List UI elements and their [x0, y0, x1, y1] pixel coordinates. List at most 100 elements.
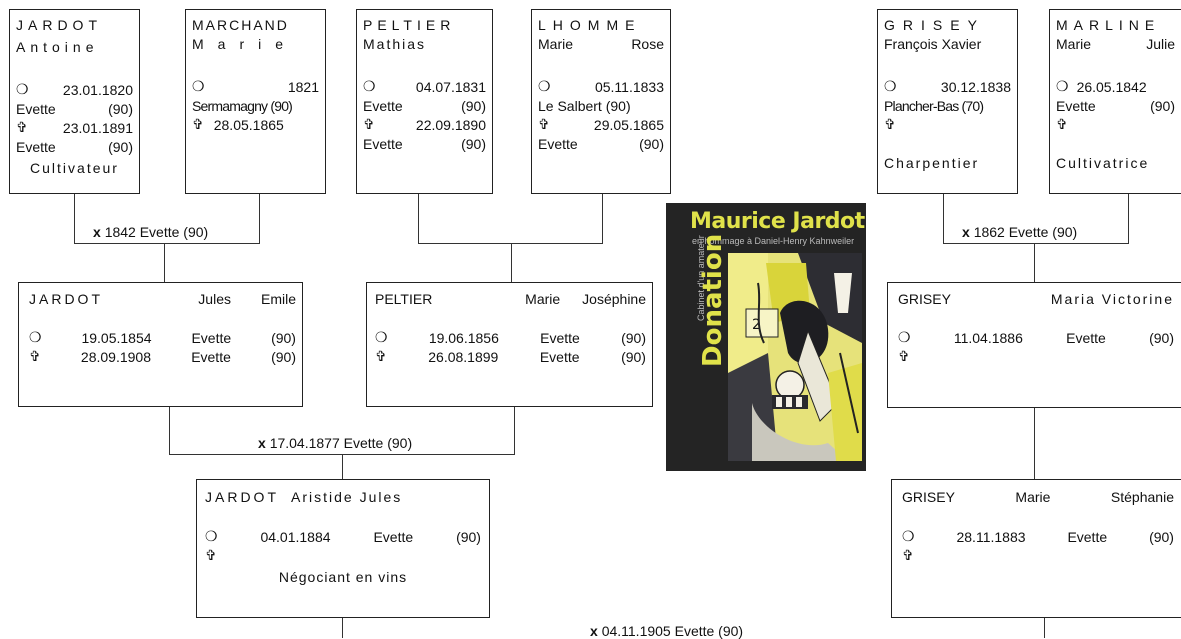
occupation: Cultivatrice	[1056, 155, 1150, 171]
connector-line	[169, 406, 170, 454]
person-card-jardot-jules-emile: JARDOT Jules Emile ❍ 19.05.1854 Evette (…	[18, 282, 303, 407]
death-icon: ✞	[884, 117, 896, 133]
book-cover-image: Maurice Jardot en hommage à Daniel-Henry…	[666, 203, 866, 471]
birth-icon: ❍	[192, 79, 205, 95]
birth-icon: ❍	[363, 79, 376, 95]
connector-line	[74, 243, 260, 244]
birth-icon: ❍	[16, 82, 29, 98]
connector-line	[514, 406, 515, 454]
birth-dept: (90)	[461, 98, 486, 114]
birth-date: 11.04.1886	[953, 330, 1023, 346]
birth-date: 23.01.1820	[62, 82, 133, 98]
given-name: Aristide Jules	[291, 489, 403, 505]
death-place: Evette	[363, 136, 403, 152]
connector-line	[418, 193, 419, 243]
death-place: Evette	[16, 139, 56, 155]
person-card-peltier-marie-josephine: PELTIER Marie Joséphine ❍ 19.06.1856 Eve…	[366, 282, 653, 407]
birth-date: 04.01.1884	[260, 529, 331, 545]
surname: MARCHAND	[192, 17, 289, 33]
connector-line	[164, 243, 165, 282]
occupation: Cultivateur	[30, 160, 119, 176]
given-name: Marie	[1015, 489, 1051, 505]
person-card-grisey-maria-victorine: GRISEY Maria Victorine ❍ 11.04.1886 Evet…	[887, 282, 1181, 408]
given-name: Marie	[1056, 36, 1092, 52]
death-icon: ✞	[1056, 117, 1068, 133]
death-date: 22.09.1890	[415, 117, 486, 133]
birth-date: 19.05.1854	[81, 330, 152, 346]
connector-line	[1034, 243, 1035, 282]
given-name: Maria Victorine	[1050, 291, 1174, 307]
birth-icon: ❍	[538, 79, 551, 95]
birth-icon: ❍	[1056, 79, 1069, 95]
birth-icon: ❍	[29, 330, 42, 346]
birth-dept: (90)	[621, 330, 646, 346]
given-name-2: Rose	[631, 36, 664, 52]
birth-place: Evette	[1067, 529, 1108, 545]
birth-date: 30.12.1838	[940, 79, 1011, 95]
birth-date: 19.06.1856	[428, 330, 499, 346]
death-dept: (90)	[621, 349, 646, 365]
surname: GRISEY	[884, 17, 985, 33]
surname: GRISEY	[898, 291, 951, 307]
birth-place: Evette	[363, 98, 403, 114]
birth-dept: (90)	[1149, 529, 1174, 545]
birth-place: Evette	[540, 330, 580, 346]
birth-place: Plancher-Bas (70)	[884, 98, 984, 114]
given-name: Antoine	[16, 39, 99, 55]
birth-place: Sermamagny (90)	[192, 98, 293, 114]
marriage-label: x 1862 Evette (90)	[962, 224, 1078, 240]
birth-icon: ❍	[205, 529, 218, 545]
cover-vertical-big: Donation	[698, 233, 728, 367]
death-place: Evette	[538, 136, 578, 152]
marriage-label: x 04.11.1905 Evette (90)	[590, 623, 744, 639]
marriage-label: x 1842 Evette (90)	[93, 224, 209, 240]
surname: LHOMME	[538, 17, 642, 33]
given-name-2: Emile	[260, 291, 296, 307]
birth-place: Evette	[191, 330, 232, 346]
birth-date: 05.11.1833	[594, 79, 664, 95]
death-date: 23.01.1891	[62, 120, 133, 136]
surname: JARDOT	[16, 17, 102, 33]
death-date: 28.05.1865	[213, 117, 284, 133]
birth-dept: (90)	[108, 101, 133, 117]
surname: PELTIER	[375, 291, 433, 307]
death-icon: ✞	[902, 548, 914, 564]
surname: JARDOT	[205, 489, 279, 505]
person-card-jardot-antoine: JARDOT Antoine ❍ 23.01.1820 Evette (90) ✞…	[9, 9, 140, 194]
given-name-2: Joséphine	[582, 291, 646, 307]
birth-icon: ❍	[884, 79, 897, 95]
death-place: Evette	[539, 349, 580, 365]
given-name: Jules	[198, 291, 231, 307]
occupation: Négociant en vins	[278, 569, 408, 585]
death-icon: ✞	[898, 349, 910, 365]
connector-line	[259, 193, 260, 243]
given-name: Marie	[192, 36, 298, 52]
death-icon: ✞	[205, 548, 217, 564]
connector-line	[342, 617, 343, 638]
birth-place: Le Salbert (90)	[538, 98, 631, 114]
death-icon: ✞	[363, 117, 375, 133]
person-card-marchand-marie: MARCHAND Marie ❍ 1821 Sermamagny (90) ✞ …	[185, 9, 326, 194]
connector-line	[943, 193, 944, 243]
birth-place: Evette	[373, 529, 414, 545]
death-icon: ✞	[16, 120, 28, 136]
surname: MARLINE	[1056, 17, 1161, 33]
death-icon: ✞	[538, 117, 550, 133]
person-card-grisey-francois-xavier: GRISEY François Xavier ❍ 30.12.1838 Plan…	[877, 9, 1018, 194]
given-name: Marie	[525, 291, 561, 307]
birth-icon: ❍	[898, 330, 911, 346]
cover-title: Maurice Jardot	[690, 209, 865, 234]
cubist-painting: 2	[728, 253, 862, 461]
birth-date: 1821	[287, 79, 319, 95]
given-name: François Xavier	[884, 36, 982, 52]
connector-line	[418, 243, 603, 244]
connector-line	[1044, 617, 1045, 638]
occupation: Charpentier	[884, 155, 980, 171]
death-icon: ✞	[192, 117, 204, 133]
connector-line	[1128, 193, 1129, 243]
death-dept: (90)	[461, 136, 486, 152]
connector-line	[511, 243, 512, 282]
death-place: Evette	[191, 349, 231, 365]
svg-text:2: 2	[752, 317, 761, 333]
